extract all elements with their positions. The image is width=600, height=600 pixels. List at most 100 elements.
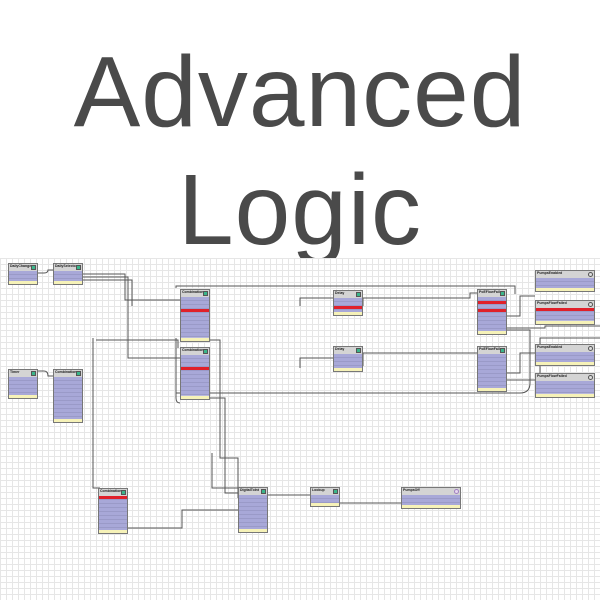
node-port-row[interactable] — [9, 385, 37, 389]
node-port-row[interactable] — [54, 409, 82, 413]
node-port-row[interactable] — [181, 301, 209, 305]
node-port-row[interactable] — [478, 366, 506, 370]
node-port-row[interactable] — [478, 297, 506, 301]
node-pumps-enabled[interactable]: PumpsEnabled — [535, 270, 595, 292]
node-port-row[interactable] — [334, 358, 362, 362]
node-pumps-off[interactable]: PumpsOff — [401, 487, 461, 509]
node-port-row[interactable] — [181, 391, 209, 395]
node-pumps-enabled[interactable]: PumpsEnabled — [535, 344, 595, 366]
node-port-row[interactable] — [54, 401, 82, 405]
node-port-row[interactable] — [478, 362, 506, 366]
node-port-row[interactable] — [478, 313, 506, 317]
node-port-row[interactable] — [536, 389, 594, 393]
node-port-row[interactable] — [54, 381, 82, 385]
node-port-row[interactable] — [478, 358, 506, 362]
node-port-row[interactable] — [239, 507, 267, 511]
node-port-row[interactable] — [9, 389, 37, 393]
node-port-row[interactable] — [402, 499, 460, 503]
node-port-row[interactable] — [239, 511, 267, 515]
node-port-row[interactable] — [99, 516, 127, 520]
node-port-row[interactable] — [478, 317, 506, 321]
node-pumps-flow-failed[interactable]: PumpsFlowFailed — [535, 300, 595, 325]
node-port-row[interactable] — [478, 382, 506, 386]
node-port-row[interactable] — [54, 377, 82, 381]
node-port-row[interactable] — [536, 316, 594, 320]
node-port-row[interactable] — [239, 519, 267, 523]
node-port-row[interactable] — [181, 379, 209, 383]
node-port-row[interactable] — [536, 381, 594, 385]
node-port-row[interactable] — [54, 393, 82, 397]
node-combination[interactable]: Combination — [180, 289, 210, 342]
node-port-row[interactable] — [54, 389, 82, 393]
node-port-row[interactable] — [478, 325, 506, 329]
node-port-row[interactable] — [478, 301, 506, 305]
node-port-row[interactable] — [181, 333, 209, 337]
node-port-row[interactable] — [99, 524, 127, 528]
node-port-row[interactable] — [536, 308, 594, 312]
node-port-row[interactable] — [239, 499, 267, 503]
node-port-row[interactable] — [181, 305, 209, 309]
node-combination[interactable]: Combination — [53, 369, 83, 423]
node-port-row[interactable] — [181, 363, 209, 367]
node-port-row[interactable] — [181, 317, 209, 321]
node-port-row[interactable] — [181, 375, 209, 379]
node-port-row[interactable] — [54, 413, 82, 417]
node-timer[interactable]: Timer — [8, 369, 38, 399]
node-port-row[interactable] — [536, 356, 594, 360]
node-port-row[interactable] — [99, 496, 127, 500]
node-port-row[interactable] — [239, 503, 267, 507]
node-port-row[interactable] — [239, 523, 267, 527]
node-lookup[interactable]: Lookup — [310, 487, 340, 507]
node-port-row[interactable] — [99, 512, 127, 516]
node-port-row[interactable] — [402, 495, 460, 499]
node-port-row[interactable] — [311, 495, 339, 499]
node-port-row[interactable] — [181, 313, 209, 317]
node-port-row[interactable] — [9, 271, 37, 275]
node-port-row[interactable] — [536, 312, 594, 316]
node-port-row[interactable] — [536, 352, 594, 356]
node-port-row[interactable] — [239, 515, 267, 519]
node-port-row[interactable] — [478, 305, 506, 309]
node-port-row[interactable] — [536, 282, 594, 286]
node-port-row[interactable] — [99, 520, 127, 524]
node-port-row[interactable] — [311, 499, 339, 503]
node-pumps-flow-failed[interactable]: PumpsFlowFailed — [535, 373, 595, 398]
node-daily-change[interactable]: DailyChange — [8, 263, 38, 285]
node-combination[interactable]: Combination — [98, 488, 128, 534]
node-port-row[interactable] — [9, 381, 37, 385]
node-digital-to-int[interactable]: DigitalToInt — [238, 487, 268, 533]
node-port-row[interactable] — [54, 385, 82, 389]
node-port-row[interactable] — [334, 302, 362, 306]
node-port-row[interactable] — [181, 383, 209, 387]
node-port-row[interactable] — [334, 354, 362, 358]
node-port-row[interactable] — [54, 405, 82, 409]
node-port-row[interactable] — [181, 321, 209, 325]
node-port-row[interactable] — [239, 495, 267, 499]
node-port-row[interactable] — [99, 508, 127, 512]
node-port-row[interactable] — [478, 374, 506, 378]
node-port-row[interactable] — [99, 500, 127, 504]
node-poe-flow-fail[interactable]: PoEFlowFail — [477, 346, 507, 392]
node-port-row[interactable] — [334, 298, 362, 302]
node-port-row[interactable] — [181, 371, 209, 375]
node-poe-flow-fail[interactable]: PoEFlowFail — [477, 289, 507, 335]
node-port-row[interactable] — [54, 275, 82, 279]
node-port-row[interactable] — [478, 354, 506, 358]
node-port-row[interactable] — [181, 309, 209, 313]
node-port-row[interactable] — [181, 325, 209, 329]
node-port-row[interactable] — [478, 378, 506, 382]
node-port-row[interactable] — [181, 387, 209, 391]
node-port-row[interactable] — [478, 321, 506, 325]
node-port-row[interactable] — [181, 367, 209, 371]
node-port-row[interactable] — [536, 385, 594, 389]
node-port-row[interactable] — [99, 504, 127, 508]
node-port-row[interactable] — [181, 329, 209, 333]
node-port-row[interactable] — [181, 359, 209, 363]
node-port-row[interactable] — [9, 275, 37, 279]
node-port-row[interactable] — [181, 297, 209, 301]
node-port-row[interactable] — [478, 370, 506, 374]
node-port-row[interactable] — [9, 377, 37, 381]
logic-diagram-canvas[interactable]: DailyChange DailySelector Timer Combinat… — [0, 258, 600, 600]
node-daily-selector[interactable]: DailySelector — [53, 263, 83, 285]
node-port-row[interactable] — [478, 309, 506, 313]
